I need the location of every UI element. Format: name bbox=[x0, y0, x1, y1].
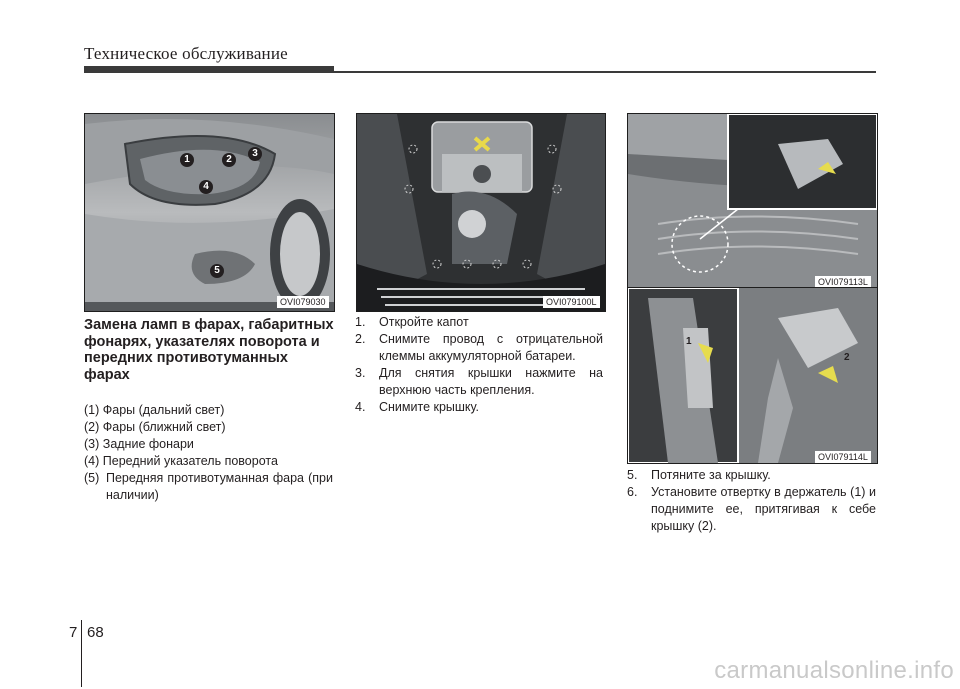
list-item: (5)Передняя противотуманная фара (при на… bbox=[84, 471, 333, 502]
figure-4-code: OVI079114L bbox=[815, 451, 871, 463]
figure-1-callout-4: 4 bbox=[199, 180, 213, 194]
figure-engine-bay bbox=[356, 113, 606, 312]
header-rule-thick bbox=[84, 66, 334, 73]
list-item: 5.Потяните за крышку. bbox=[627, 468, 771, 482]
list-item: (2) Фары (ближний свет) bbox=[84, 420, 226, 434]
list-item: 1.Откройте капот bbox=[355, 315, 469, 329]
footer-rule bbox=[81, 620, 82, 687]
figure-2-code: OVI079100L bbox=[543, 296, 600, 308]
figure-screwdriver bbox=[627, 287, 878, 464]
page-header-title: Техническое обслуживание bbox=[84, 44, 288, 63]
figure-1-callout-2: 2 bbox=[222, 153, 236, 167]
list-item: (3) Задние фонари bbox=[84, 437, 194, 451]
figure-3-code: OVI079113L bbox=[815, 276, 871, 288]
list-item: (1) Фары (дальний свет) bbox=[84, 403, 225, 417]
list-item: 4.Снимите крышку. bbox=[355, 400, 480, 414]
figure-1-callout-5: 5 bbox=[210, 264, 224, 278]
figure-headlights bbox=[84, 113, 335, 312]
header-rule-thin bbox=[334, 71, 876, 73]
figure-fog-cover bbox=[627, 113, 878, 288]
figure-1-code: OVI079030 bbox=[277, 296, 329, 308]
list-item: 6.Установите отвертку в держатель (1) и … bbox=[627, 485, 876, 533]
figure-1-callout-3: 3 bbox=[248, 147, 262, 161]
figure-4-callout-2: 2 bbox=[844, 352, 850, 363]
figure-1-callout-1: 1 bbox=[180, 153, 194, 167]
section-heading: Замена ламп в фарах, габаритных фонарях,… bbox=[84, 317, 334, 383]
list-item: (4) Передний указатель поворота bbox=[84, 454, 278, 468]
list-item: 3.Для снятия крышки нажмите на верхнюю ч… bbox=[355, 366, 603, 397]
page-number: 68 bbox=[87, 624, 104, 641]
lamp-list: (1) Фары (дальний свет) (2) Фары (ближни… bbox=[84, 402, 333, 504]
steps-list-right: 5.Потяните за крышку. 6.Установите отвер… bbox=[627, 467, 876, 535]
steps-list-middle: 1.Откройте капот 2.Снимите провод с отри… bbox=[355, 314, 603, 416]
figure-4-callout-1: 1 bbox=[686, 336, 692, 347]
watermark: carmanualsonline.info bbox=[714, 657, 954, 684]
chapter-number: 7 bbox=[69, 624, 78, 641]
list-item: 2.Снимите провод с отрицательной клеммы … bbox=[355, 332, 603, 363]
